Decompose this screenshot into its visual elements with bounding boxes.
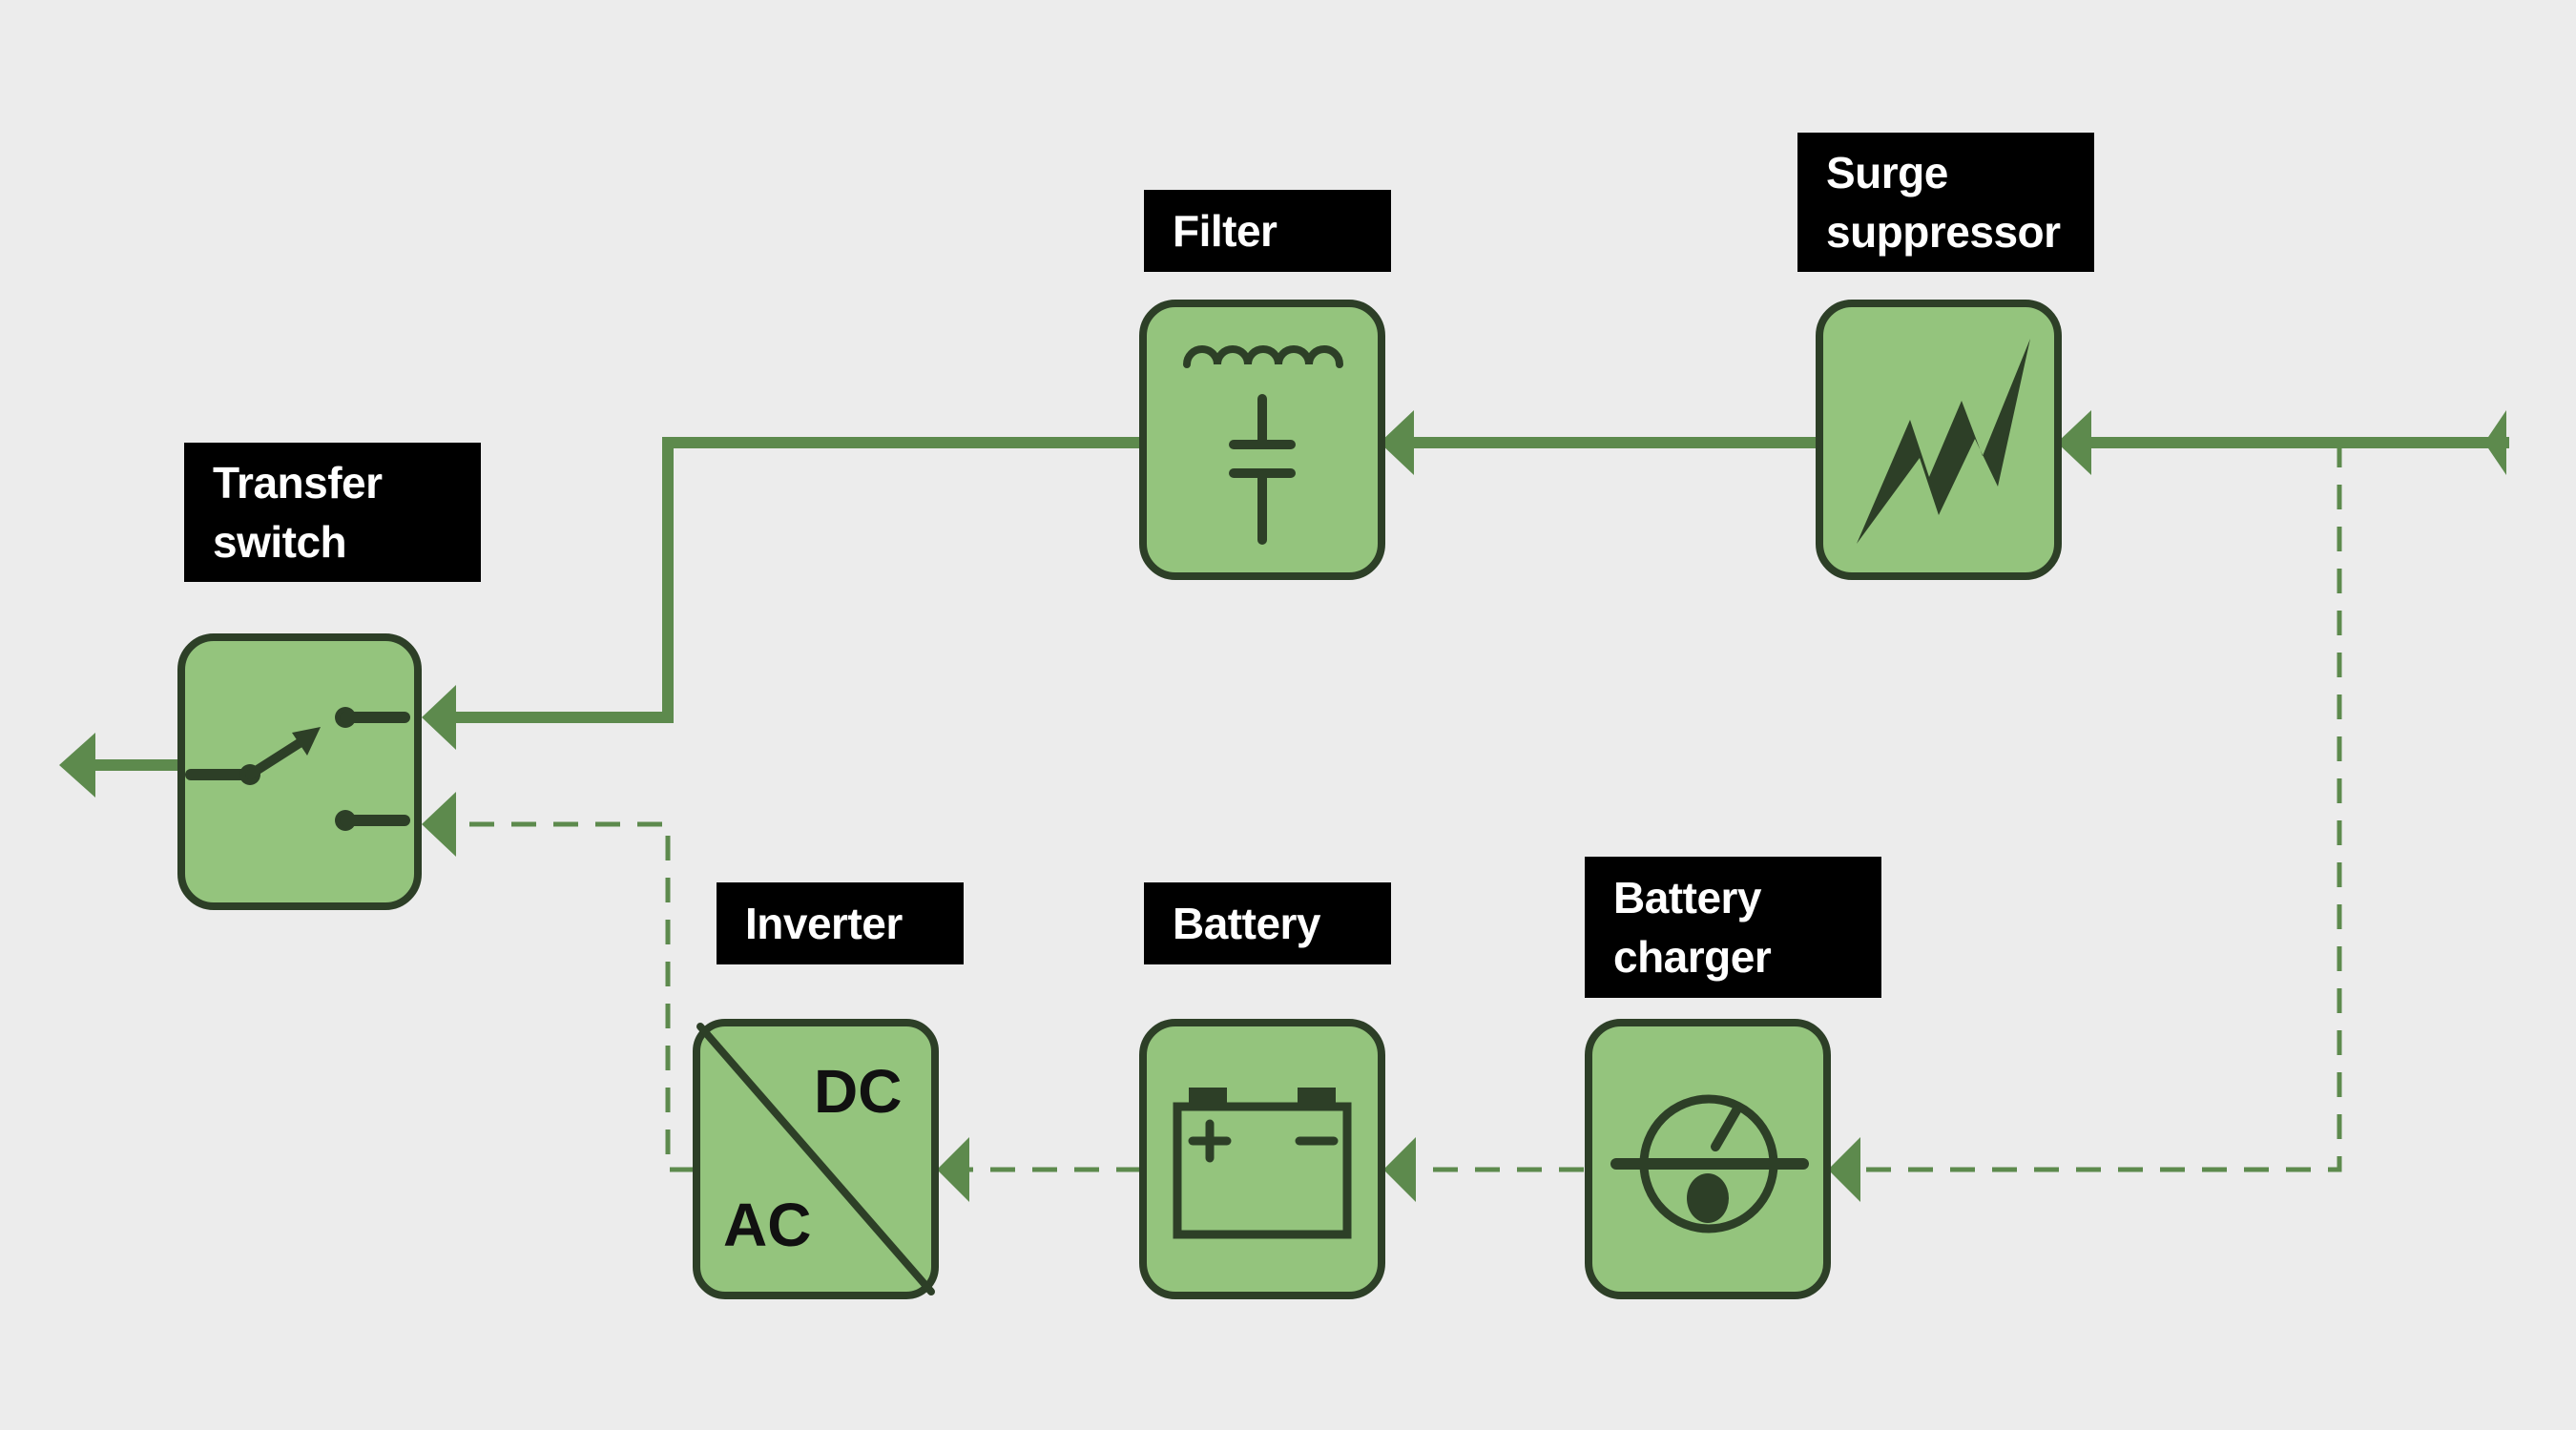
battery-input-arrow (1383, 1137, 1416, 1202)
surge-suppressor-block (1816, 300, 2062, 580)
lightning-bolt-icon (1857, 339, 2030, 544)
transfer-switch-block (177, 633, 422, 910)
charger-input-arrow (1828, 1137, 1860, 1202)
bypass-to-charger-line (1856, 443, 2342, 1172)
inverter-to-switch-line (448, 821, 695, 1172)
inverter-block: DC AC (693, 1019, 939, 1299)
switch-icon (185, 707, 410, 831)
input-arrow (2484, 410, 2506, 475)
inverter-dc-text: DC (814, 1057, 902, 1126)
filter-block (1139, 300, 1385, 580)
transfer-switch-label-line2: switch (213, 517, 347, 567)
battery-charger-label-line2: charger (1613, 932, 1772, 982)
battery-block (1139, 1019, 1385, 1299)
surge-input-arrow (2057, 410, 2091, 475)
surge-suppressor-label-line1: Surge (1826, 148, 1948, 197)
battery-label-text: Battery (1173, 899, 1321, 948)
switch-primary-arrow (422, 685, 456, 750)
surge-suppressor-box (1816, 300, 2062, 580)
dc-ac-converter-icon (696, 1023, 935, 1295)
primary-power-path (59, 410, 2509, 798)
filter-label: Filter (1144, 190, 1391, 272)
filter-input-arrow (1380, 410, 1414, 475)
surge-suppressor-label: Surge suppressor (1797, 133, 2094, 272)
transfer-switch-label-line1: Transfer (213, 458, 383, 508)
transfer-switch-label: Transfer switch (184, 443, 481, 582)
filter-label-text: Filter (1173, 206, 1278, 256)
transfer-switch-box (177, 633, 422, 910)
switch-backup-arrow (422, 792, 456, 857)
inductor-capacitor-icon (1183, 345, 1343, 545)
charger-meter-icon (1610, 1094, 1809, 1233)
inverter-ac-text: AC (723, 1191, 811, 1259)
battery-charger-label-line1: Battery (1613, 873, 1762, 922)
inverter-label: Inverter (717, 882, 964, 964)
battery-charger-label: Battery charger (1585, 857, 1881, 998)
battery-charger-block (1585, 1019, 1831, 1299)
output-arrow (59, 733, 95, 798)
backup-power-path (422, 443, 2342, 1202)
filter-to-switch-line (448, 437, 1143, 723)
battery-icon (1173, 1088, 1352, 1239)
inverter-label-text: Inverter (745, 899, 903, 948)
battery-label: Battery (1144, 882, 1391, 964)
surge-suppressor-label-line2: suppressor (1826, 207, 2061, 257)
inverter-input-arrow (937, 1137, 969, 1202)
